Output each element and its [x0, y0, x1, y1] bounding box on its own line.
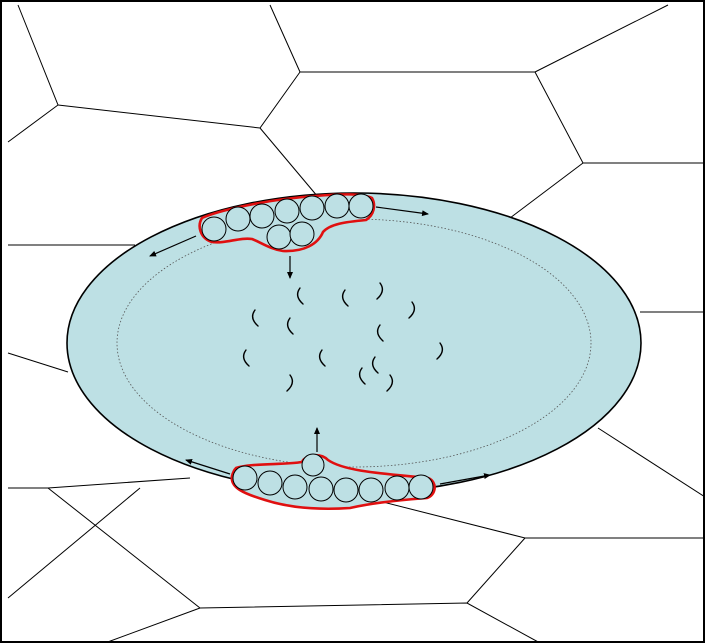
cell — [385, 476, 409, 500]
cell — [283, 475, 307, 499]
cell — [309, 477, 333, 501]
cell — [275, 199, 299, 223]
cell — [233, 466, 257, 490]
cell — [409, 475, 433, 499]
cell — [258, 471, 282, 495]
cell — [290, 222, 314, 246]
cell — [325, 194, 349, 218]
cell — [302, 454, 324, 476]
cell — [300, 196, 324, 220]
lumen-ellipse — [67, 193, 641, 493]
cell — [202, 217, 226, 241]
cell — [267, 225, 291, 249]
cell — [226, 207, 250, 231]
cell — [250, 204, 274, 228]
cell — [334, 478, 358, 502]
cell — [349, 194, 373, 218]
cell — [359, 478, 383, 502]
